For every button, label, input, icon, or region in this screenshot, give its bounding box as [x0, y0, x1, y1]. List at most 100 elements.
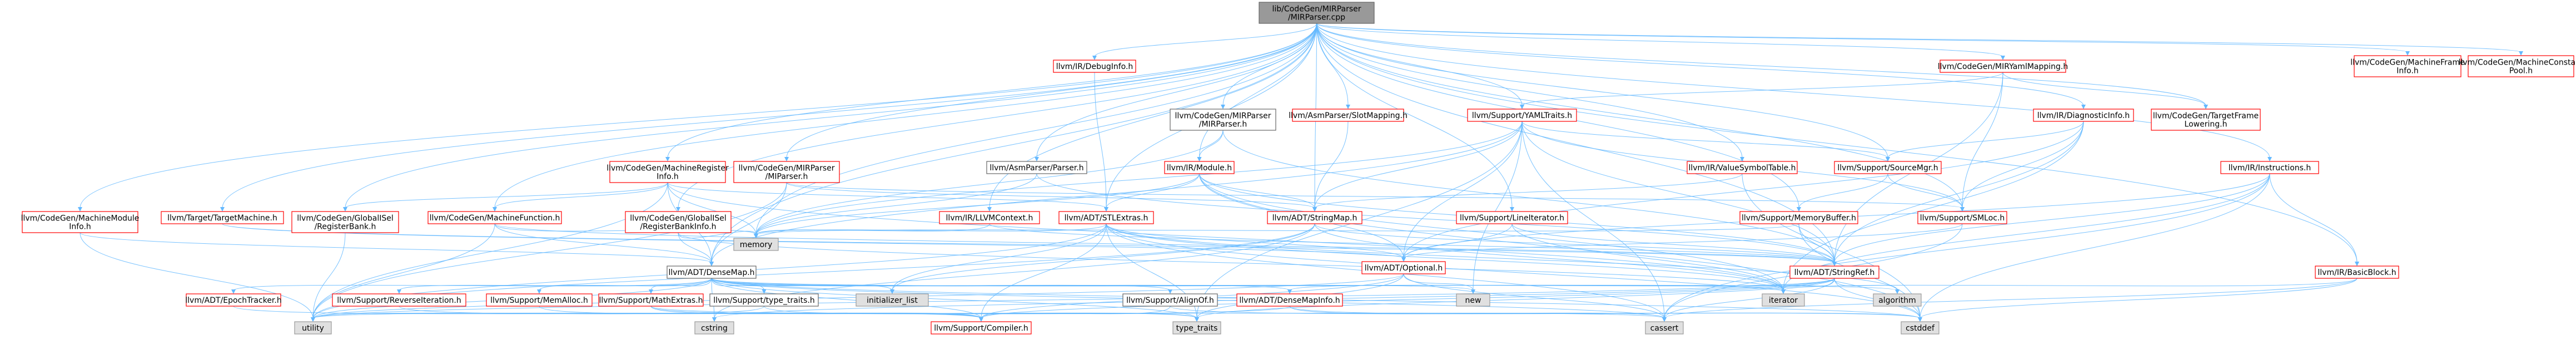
- edge-lineiterator-iterator: [1511, 223, 1784, 291]
- node-valuesym[interactable]: llvm/IR/ValueSymbolTable.h: [1687, 161, 1798, 174]
- node-box-tfl: [2151, 109, 2261, 131]
- edge-yamltraits-stringmap: [1314, 121, 1523, 209]
- node-typetraits_h[interactable]: llvm/Support/type_traits.h: [709, 293, 819, 307]
- edge-optional-new: [1403, 273, 1474, 291]
- node-stringmap[interactable]: llvm/ADT/StringMap.h: [1267, 211, 1362, 224]
- node-box-cassert: [1645, 321, 1684, 335]
- node-label: llvm/Target/TargetMachine.h: [167, 214, 277, 223]
- edge-mirparser_h-module: [1199, 130, 1224, 159]
- node-lineiterator[interactable]: llvm/Support/LineIterator.h: [1456, 211, 1568, 224]
- node-box-mirparser_int: [733, 161, 840, 183]
- node-mathextras[interactable]: llvm/Support/MathExtras.h: [598, 293, 704, 307]
- node-label: Info.h: [657, 173, 679, 181]
- edge-mirparser_int-smloc: [786, 182, 1963, 209]
- node-reverseit[interactable]: llvm/Support/ReverseIteration.h: [332, 293, 466, 307]
- node-mirparser_int[interactable]: llvm/CodeGen/MIRParser/MIParser.h: [733, 161, 840, 183]
- node-optional[interactable]: llvm/ADT/Optional.h: [1361, 261, 1446, 274]
- edge-alignof-compiler: [981, 306, 1171, 319]
- node-memalloc[interactable]: llvm/Support/MemAlloc.h: [486, 293, 593, 307]
- node-yamltraits[interactable]: llvm/Support/YAMLTraits.h: [1467, 109, 1577, 122]
- node-label: llvm/CodeGen/MachineRegister: [606, 164, 729, 173]
- edge-regbank-utility: [312, 232, 346, 319]
- node-llvmcontext[interactable]: llvm/IR/LLVMContext.h: [939, 211, 1040, 224]
- node-asmslot[interactable]: llvm/AsmParser/SlotMapping.h: [1289, 109, 1408, 122]
- node-basicblock[interactable]: llvm/IR/BasicBlock.h: [2315, 266, 2399, 279]
- edge-main-module: [1199, 23, 1317, 159]
- edge-arrow-main-targetmachine: [220, 207, 225, 212]
- node-label: /MIParser.h: [765, 173, 808, 181]
- edge-mri-stlextras: [667, 182, 1107, 209]
- node-diaginfo[interactable]: llvm/IR/DiagnosticInfo.h: [2033, 109, 2134, 122]
- node-mirymlmap[interactable]: llvm/CodeGen/MIRYamlMapping.h: [1938, 60, 2068, 73]
- node-targetmachine[interactable]: llvm/Target/TargetMachine.h: [161, 211, 284, 224]
- node-box-stringmap: [1267, 211, 1362, 224]
- node-densemap[interactable]: llvm/ADT/DenseMap.h: [667, 266, 757, 279]
- node-mirparser_h[interactable]: llvm/CodeGen/MIRParser/MIRParser.h: [1170, 109, 1276, 131]
- edge-regbankinfo-densemap: [678, 232, 712, 263]
- edge-arrow-main-mri: [665, 157, 670, 161]
- edge-mri-mf: [494, 182, 668, 209]
- node-label: /MIRParser.cpp: [1288, 13, 1345, 22]
- edge-stlextras-iterator: [1106, 223, 1784, 291]
- node-label: llvm/ADT/EpochTracker.h: [185, 296, 281, 305]
- edge-arrow-main-debuginfo: [1092, 56, 1097, 60]
- edge-main-mcp: [1316, 23, 2522, 53]
- node-epoch[interactable]: llvm/ADT/EpochTracker.h: [185, 293, 282, 307]
- edge-valuesym-stringmap: [1314, 173, 1743, 209]
- node-asmparser[interactable]: llvm/AsmParser/Parser.h: [986, 161, 1087, 174]
- edge-arrow-mri-mf: [493, 207, 497, 212]
- node-box-mirymlmap: [1940, 60, 2066, 73]
- edge-mirparser_h-stringref: [1222, 130, 1835, 263]
- node-sourcemgr[interactable]: llvm/Support/SourceMgr.h: [1834, 161, 1942, 174]
- node-label: llvm/ADT/StringMap.h: [1272, 214, 1357, 223]
- edge-layer: [78, 23, 2523, 322]
- node-regbank[interactable]: llvm/CodeGen/GlobalISel/RegisterBank.h: [291, 211, 399, 233]
- node-box-memalloc: [486, 293, 593, 307]
- node-mf[interactable]: llvm/CodeGen/MachineFunction.h: [427, 211, 562, 224]
- edge-arrow-main-mirymlmap: [2001, 56, 2005, 60]
- edge-arrow-valuesym-stringmap: [1312, 207, 1317, 212]
- node-box-cstddef: [1901, 321, 1940, 335]
- edge-arrow-main-diaginfo: [2081, 105, 2086, 109]
- edge-instructions-cstddef: [1919, 173, 2270, 319]
- node-densemapinfo[interactable]: llvm/ADT/DenseMapInfo.h: [1236, 293, 1343, 307]
- edge-diaginfo-stringref: [1834, 121, 2084, 263]
- node-label: llvm/CodeGen/MachineFunction.h: [430, 214, 560, 223]
- node-compiler[interactable]: llvm/Support/Compiler.h: [931, 321, 1032, 335]
- node-debuginfo[interactable]: llvm/IR/DebugInfo.h: [1053, 60, 1136, 73]
- node-label: llvm/IR/BasicBlock.h: [2318, 268, 2396, 277]
- node-box-smloc: [1917, 211, 2007, 224]
- node-smloc[interactable]: llvm/Support/SMLoc.h: [1917, 211, 2007, 224]
- node-stringref[interactable]: llvm/ADT/StringRef.h: [1789, 266, 1879, 279]
- node-label: Pool.h: [2509, 67, 2533, 76]
- node-module[interactable]: llvm/IR/Module.h: [1164, 161, 1235, 174]
- edge-arrow-sourcemgr-smloc: [1960, 207, 1965, 212]
- node-box-reverseit: [332, 293, 466, 307]
- edge-main-instructions: [1316, 23, 2270, 159]
- node-memorybuffer[interactable]: llvm/Support/MemoryBuffer.h: [1739, 211, 1858, 224]
- edge-module-memory: [755, 173, 1200, 235]
- node-alignof[interactable]: llvm/Support/AlignOf.h: [1122, 293, 1218, 307]
- node-regbankinfo[interactable]: llvm/CodeGen/GlobalISel/RegisterBankInfo…: [625, 211, 732, 233]
- node-label: llvm/ADT/Optional.h: [1365, 264, 1443, 273]
- edge-arrow-main-mirparser_h: [1221, 105, 1225, 109]
- node-label: llvm/ADT/DenseMap.h: [668, 268, 754, 277]
- node-stlextras[interactable]: llvm/ADT/STLExtras.h: [1058, 211, 1154, 224]
- edge-arrow-densemap-epoch: [231, 289, 236, 294]
- edge-main-sourcemgr: [1316, 23, 1888, 159]
- edge-mirparser_h-memory: [755, 130, 1224, 235]
- node-main[interactable]: lib/CodeGen/MIRParser/MIRParser.cpp: [1259, 2, 1375, 24]
- node-label: iterator: [1769, 296, 1798, 305]
- node-label: llvm/CodeGen/MachineConstant: [2459, 58, 2576, 67]
- node-instructions[interactable]: llvm/IR/Instructions.h: [2220, 161, 2319, 174]
- edge-densemap-type_traits: [711, 278, 1197, 319]
- edge-arrow-smloc-optional: [1401, 257, 1406, 262]
- edge-arrow-stringref-cstring: [712, 317, 717, 322]
- edge-asmparser-memory: [755, 173, 1037, 235]
- edge-arrow-densemapinfo-cstddef: [1918, 317, 1922, 322]
